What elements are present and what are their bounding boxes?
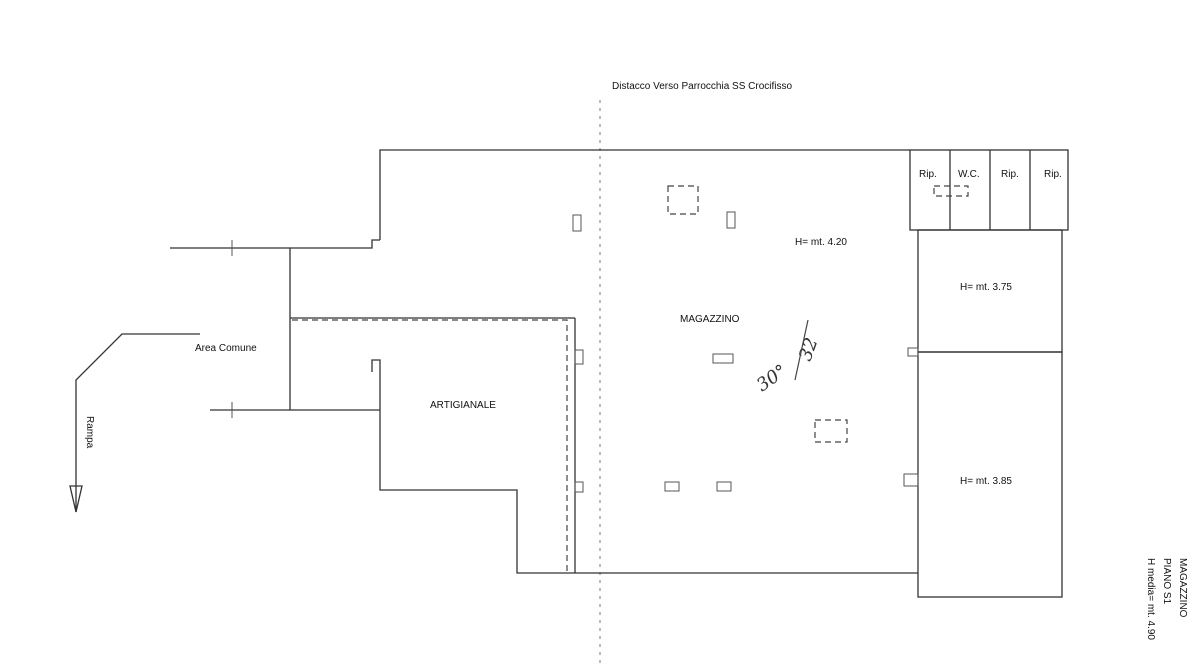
plan-title: Distacco Verso Parrocchia SS Crocifisso [612,81,793,92]
handwritten-note-1: 30° [753,361,791,397]
room-lower-right [917,351,1063,598]
room-label-magazzino: MAGAZZINO [680,314,740,325]
main-outer-wall [289,149,918,574]
skylights [667,185,969,443]
svg-text:MAGAZZINO: MAGAZZINO [1177,558,1188,618]
svg-text:H media= mt. 4.90: H media= mt. 4.90 [1145,558,1156,640]
room-label-wc: W.C. [958,169,980,180]
room-label-artigianale: ARTIGIANALE [430,400,496,411]
pillars [572,211,736,493]
artigianale-boundary [292,319,568,573]
height-main: H= mt. 4.20 [795,237,847,248]
room-label-rip-1: Rip. [919,169,937,180]
room-label-rip-2: Rip. [1001,169,1019,180]
rampa-label: Rampa [84,416,95,449]
plan-legend: MAGAZZINO PIANO S1 H media= mt. 4.90 [1145,558,1188,640]
room-label-rip-3: Rip. [1044,169,1062,180]
area-comune-walls [170,247,290,411]
height-upper-right: H= mt. 3.75 [960,282,1012,293]
svg-text:PIANO S1: PIANO S1 [1161,558,1172,605]
height-lower-right: H= mt. 3.85 [960,476,1012,487]
area-comune-label: Area Comune [195,343,257,354]
rampa-arrow [75,333,200,512]
